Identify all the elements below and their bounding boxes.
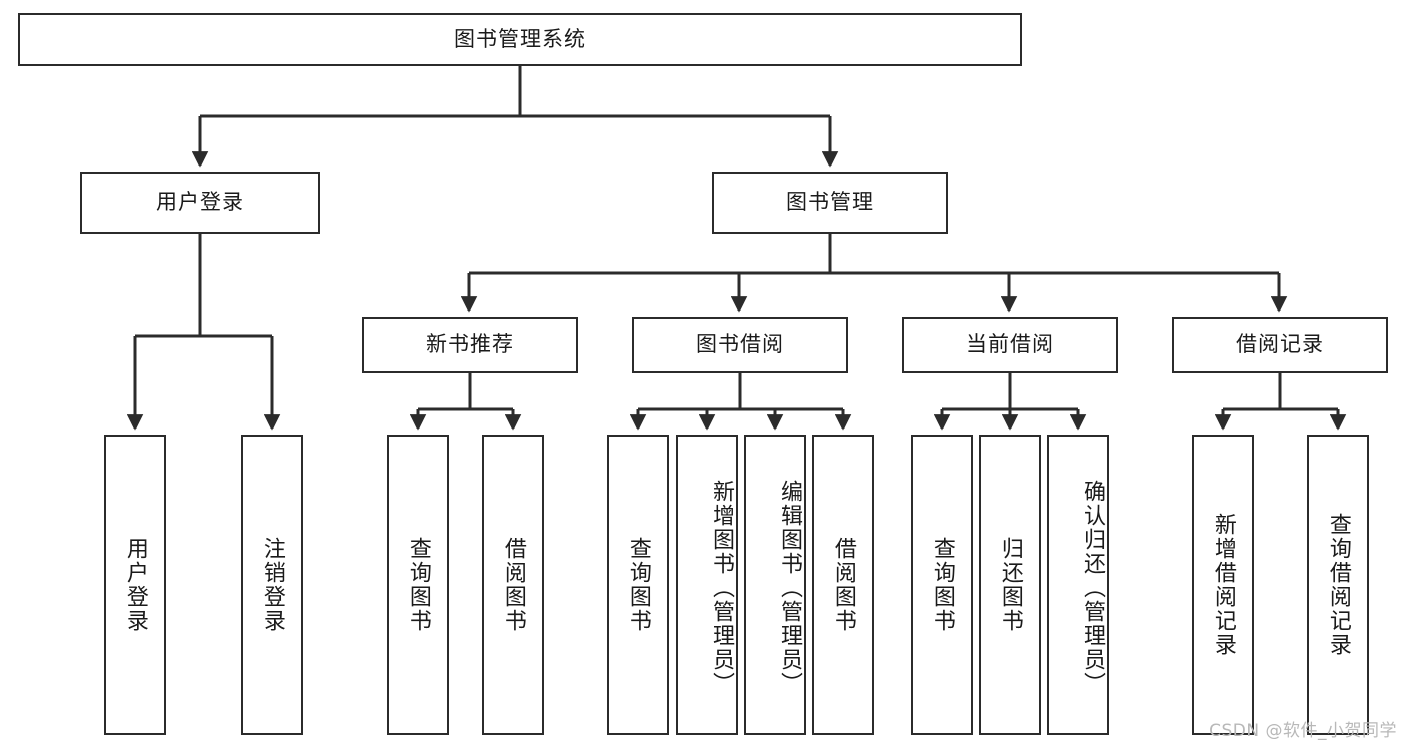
leaf-query-book-borrow[interactable]: 查询图书 — [607, 435, 669, 735]
leaf-add-book[interactable]: 新增图书（管理员） — [676, 435, 738, 735]
leaf-user-login[interactable]: 用户登录 — [104, 435, 166, 735]
leaf-query-book-current[interactable]: 查询图书 — [911, 435, 973, 735]
node-current-borrow[interactable]: 当前借阅 — [902, 317, 1118, 373]
node-borrow-record[interactable]: 借阅记录 — [1172, 317, 1388, 373]
leaf-borrow-book-recommend[interactable]: 借阅图书 — [482, 435, 544, 735]
leaf-query-record[interactable]: 查询借阅记录 — [1307, 435, 1369, 735]
node-book-borrow[interactable]: 图书借阅 — [632, 317, 848, 373]
leaf-borrow-book[interactable]: 借阅图书 — [812, 435, 874, 735]
leaf-query-book-recommend[interactable]: 查询图书 — [387, 435, 449, 735]
node-root[interactable]: 图书管理系统 — [18, 13, 1022, 66]
node-user-login[interactable]: 用户登录 — [80, 172, 320, 234]
node-book-manage[interactable]: 图书管理 — [712, 172, 948, 234]
node-new-book-recommend[interactable]: 新书推荐 — [362, 317, 578, 373]
leaf-edit-book[interactable]: 编辑图书（管理员） — [744, 435, 806, 735]
leaf-return-book[interactable]: 归还图书 — [979, 435, 1041, 735]
leaf-logout[interactable]: 注销登录 — [241, 435, 303, 735]
watermark-text: CSDN @软件_小贺同学 — [1209, 721, 1397, 741]
leaf-confirm-return[interactable]: 确认归还（管理员） — [1047, 435, 1109, 735]
leaf-add-record[interactable]: 新增借阅记录 — [1192, 435, 1254, 735]
